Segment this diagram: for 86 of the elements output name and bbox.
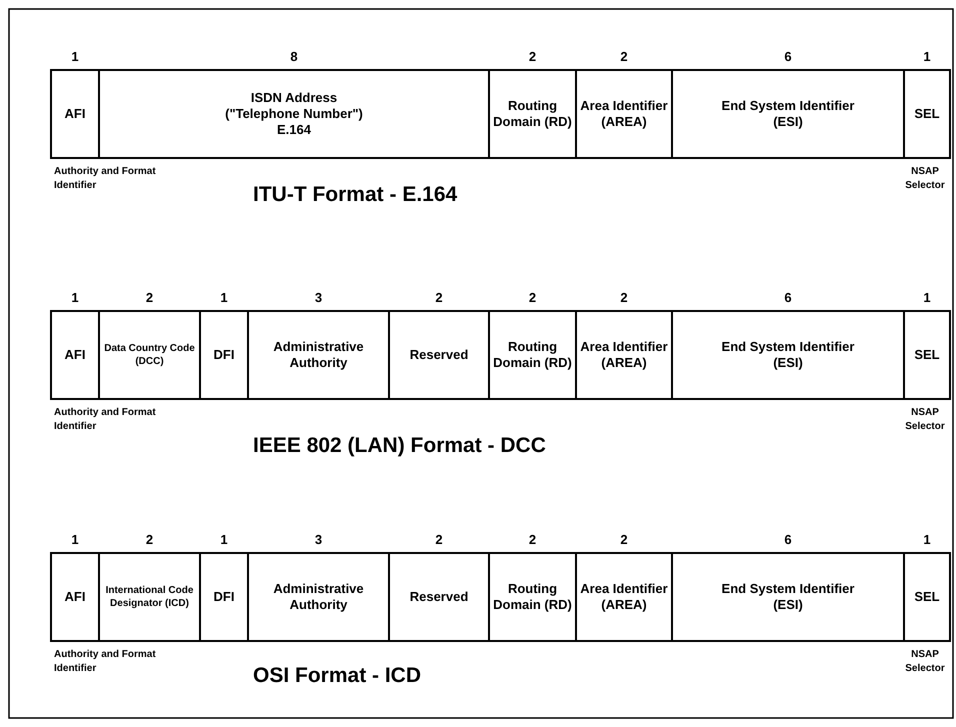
byte-count: 2	[619, 290, 629, 306]
field-description: Authority and Format Identifier	[54, 648, 157, 676]
field-cell	[50, 310, 100, 400]
field-cell	[903, 69, 951, 159]
field-name: Data Country Code (DCC)	[103, 342, 196, 368]
field-name: ISDN Address	[250, 90, 338, 106]
field-cell	[671, 310, 905, 400]
field-cell	[199, 310, 249, 400]
field-cell	[388, 310, 490, 400]
field-cell	[903, 310, 951, 400]
byte-count: 2	[528, 49, 538, 65]
field-name: Reserved	[410, 589, 468, 605]
byte-count: 2	[434, 290, 444, 306]
field-cell	[575, 310, 673, 400]
field-cell	[247, 310, 390, 400]
field-name: End System Identifier	[722, 339, 854, 355]
field-description: Authority and Format Identifier	[54, 165, 157, 193]
byte-count: 2	[144, 532, 154, 548]
byte-count: 2	[619, 49, 629, 65]
byte-count: 8	[289, 49, 299, 65]
byte-count: 1	[922, 49, 932, 65]
field-name: Reserved	[410, 347, 468, 363]
byte-count: 1	[922, 290, 932, 306]
field-cell	[671, 69, 905, 159]
field-name: Administrative Authority	[272, 339, 365, 371]
field-cell	[575, 552, 673, 642]
format-title: ITU-T Format - E.164	[253, 183, 458, 207]
format-title: OSI Format - ICD	[253, 664, 422, 688]
field-cell	[488, 552, 577, 642]
field-name: (ESI)	[773, 597, 803, 613]
byte-count: 2	[144, 290, 154, 306]
byte-count: 1	[219, 532, 229, 548]
field-name: SEL	[914, 589, 940, 605]
byte-count: 2	[619, 532, 629, 548]
byte-count: 1	[70, 49, 80, 65]
format-title: IEEE 802 (LAN) Format - DCC	[253, 434, 546, 458]
field-name: AFI	[64, 347, 86, 363]
byte-count: 3	[314, 532, 324, 548]
field-cell	[488, 69, 577, 159]
byte-count: 2	[528, 532, 538, 548]
field-name: AFI	[64, 106, 86, 122]
field-cell	[50, 69, 100, 159]
byte-count: 1	[219, 290, 229, 306]
field-name: (ESI)	[773, 355, 803, 371]
field-name: Routing Domain (RD)	[492, 98, 573, 130]
field-cell	[247, 552, 390, 642]
field-cell	[50, 552, 100, 642]
field-cell	[98, 69, 490, 159]
field-cell	[388, 552, 490, 642]
field-description: NSAP Selector	[904, 648, 946, 676]
field-cell	[199, 552, 249, 642]
field-name: Routing Domain (RD)	[492, 339, 573, 371]
byte-count: 6	[783, 290, 793, 306]
field-name: Administrative Authority	[272, 581, 365, 613]
field-name: DFI	[214, 347, 234, 363]
field-cell	[98, 552, 201, 642]
field-name: Area Identifier (AREA)	[579, 581, 669, 613]
field-name: End System Identifier	[722, 98, 854, 114]
field-name: International Code Designator (ICD)	[104, 584, 194, 610]
byte-count: 2	[434, 532, 444, 548]
field-cell	[488, 310, 577, 400]
byte-count: 6	[783, 49, 793, 65]
field-cell	[575, 69, 673, 159]
field-name: End System Identifier	[722, 581, 854, 597]
byte-count: 1	[70, 532, 80, 548]
field-description: Authority and Format Identifier	[54, 406, 157, 434]
byte-count: 1	[922, 532, 932, 548]
field-name: Area Identifier (AREA)	[579, 98, 669, 130]
byte-count: 6	[783, 532, 793, 548]
field-name: E.164	[277, 122, 311, 138]
byte-count: 1	[70, 290, 80, 306]
field-description: NSAP Selector	[904, 406, 946, 434]
field-description: NSAP Selector	[904, 165, 946, 193]
field-name: Area Identifier (AREA)	[579, 339, 669, 371]
field-name: SEL	[914, 347, 940, 363]
field-name: DFI	[214, 589, 234, 605]
field-cell	[671, 552, 905, 642]
field-cell	[903, 552, 951, 642]
byte-count: 3	[314, 290, 324, 306]
field-name: ("Telephone Number")	[225, 106, 363, 122]
field-name: SEL	[914, 106, 940, 122]
field-name: AFI	[64, 589, 86, 605]
field-name: Routing Domain (RD)	[492, 581, 573, 613]
field-name: (ESI)	[773, 114, 803, 130]
byte-count: 2	[528, 290, 538, 306]
field-cell	[98, 310, 201, 400]
